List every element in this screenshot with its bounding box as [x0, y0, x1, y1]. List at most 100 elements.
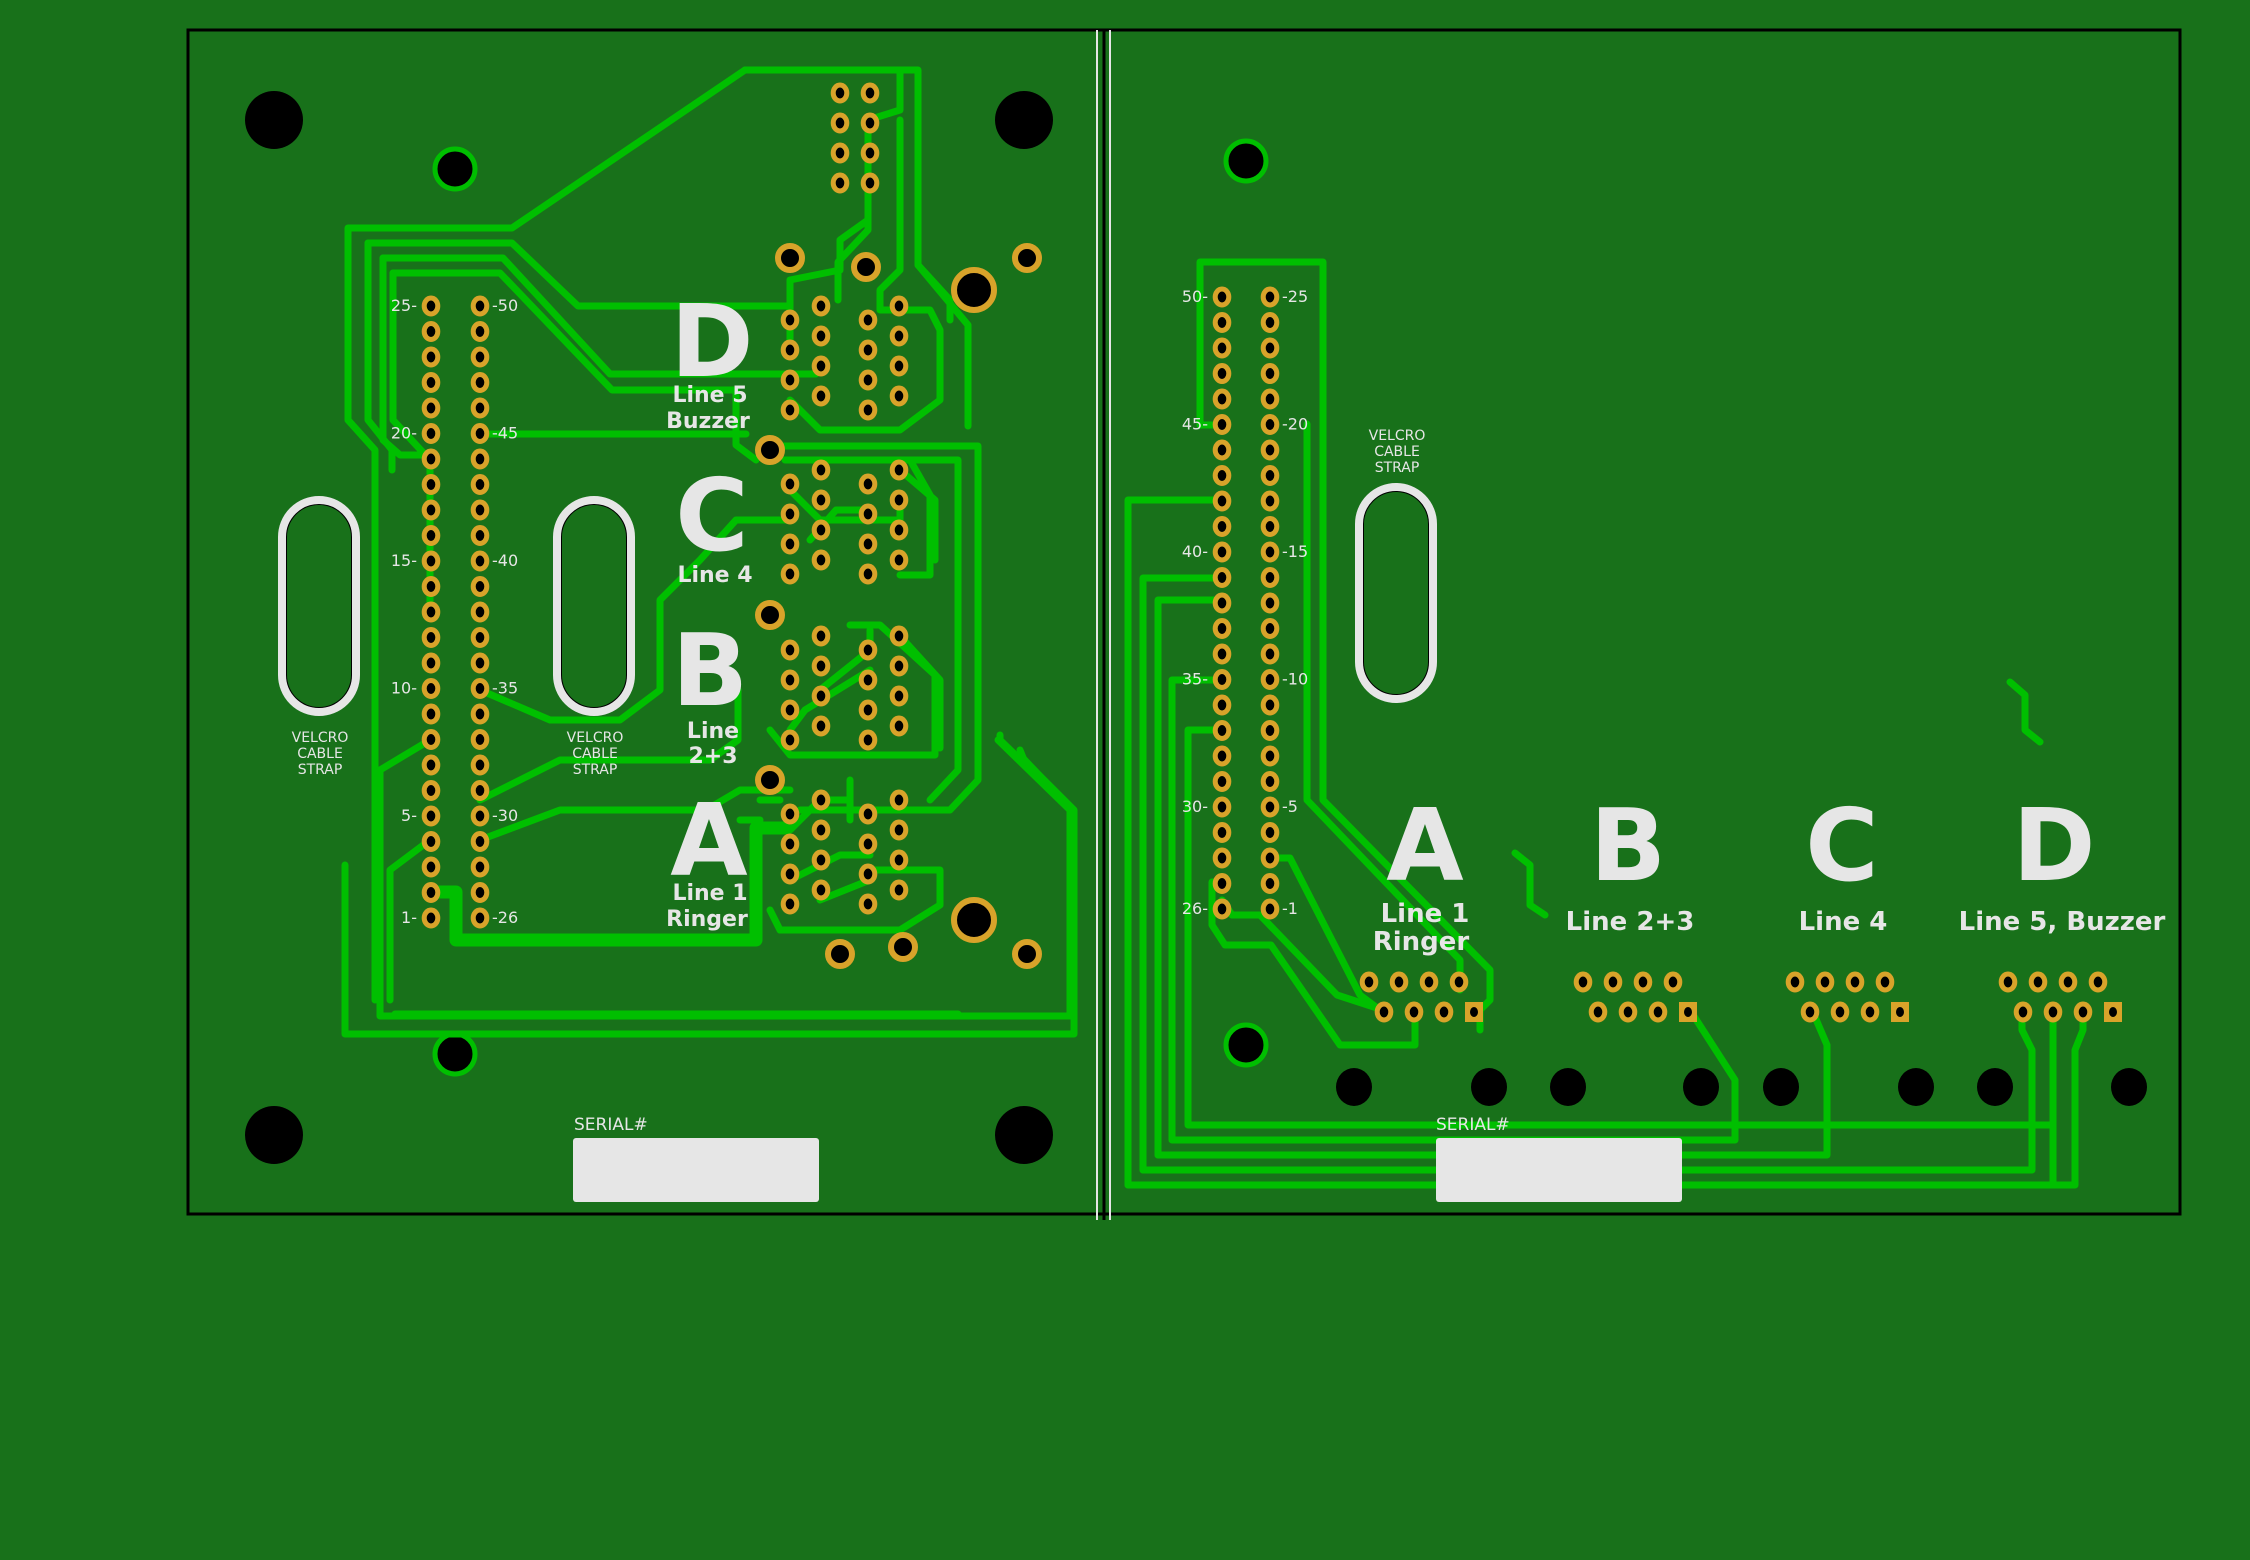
pad [811, 625, 831, 647]
pad [889, 879, 909, 901]
pad [1212, 669, 1232, 690]
pad [1260, 847, 1280, 869]
pad [421, 678, 441, 699]
pad [1212, 286, 1232, 308]
pad [1260, 363, 1280, 384]
pad [470, 601, 490, 623]
pad [1648, 1001, 1668, 1023]
pad [830, 142, 850, 164]
pad [830, 172, 850, 194]
pad [1800, 1001, 1820, 1023]
pad [889, 489, 909, 511]
pad [470, 729, 490, 750]
pad [1260, 286, 1280, 308]
pad [1212, 439, 1232, 461]
pad [1212, 516, 1232, 537]
pad [1212, 490, 1232, 512]
serial-number-field [1436, 1138, 1682, 1202]
pad [858, 833, 878, 855]
pad [1212, 745, 1232, 767]
velcro-label-line: STRAP [1375, 460, 1420, 476]
right-connector-pads [1359, 971, 2122, 1023]
pin-number-label: 10- [391, 679, 417, 698]
pin-number-label: 15- [391, 551, 417, 570]
pad [1875, 971, 1895, 993]
pad [1434, 1001, 1454, 1023]
pad [1260, 694, 1280, 716]
pad [470, 474, 490, 495]
pad [470, 448, 490, 470]
pad [2073, 1001, 2093, 1023]
pad [470, 780, 490, 801]
pad [421, 907, 441, 929]
pad [421, 831, 441, 852]
channel-letter: B [672, 612, 748, 729]
plated-hole [432, 1031, 478, 1077]
pin-number-label: 40- [1182, 542, 1208, 561]
pad [1845, 971, 1865, 993]
pad [470, 856, 490, 878]
channel-label: Line 5, Buzzer [1959, 907, 2166, 937]
channel-label: Line 1 [1381, 899, 1470, 929]
pad [421, 550, 441, 572]
channel-label: Line 1 [672, 881, 747, 906]
pad [780, 639, 800, 661]
right-bottom-holes [1336, 1068, 2147, 1106]
pad [421, 397, 441, 419]
channel-letter: A [670, 782, 747, 899]
pad [1260, 771, 1280, 792]
pad [1663, 971, 1683, 993]
velcro-label-line: CABLE [1374, 444, 1420, 460]
pad [780, 729, 800, 751]
pad [470, 372, 490, 393]
pad [1860, 1001, 1880, 1023]
pad [470, 295, 490, 317]
pad [1212, 618, 1232, 639]
pad [830, 112, 850, 134]
pad [1998, 971, 2018, 993]
pin-number-label: -20 [1282, 415, 1308, 434]
pad [421, 754, 441, 776]
pad [858, 893, 878, 915]
pad [470, 397, 490, 419]
pad [811, 549, 831, 571]
pad [421, 805, 441, 827]
pad [421, 703, 441, 725]
pin-number-label: -35 [492, 679, 518, 698]
pad [470, 525, 490, 546]
pad [811, 325, 831, 347]
pad [1212, 847, 1232, 869]
pad [421, 576, 441, 597]
left-large-pads [755, 243, 1042, 969]
pad [889, 819, 909, 841]
pad [421, 499, 441, 521]
channel-label: Line 4 [1799, 907, 1888, 937]
channel-label: Line [687, 719, 739, 744]
pad [858, 563, 878, 585]
pad [858, 339, 878, 361]
channel-label: Buzzer [666, 409, 750, 434]
pad [1212, 363, 1232, 384]
pad [1212, 771, 1232, 792]
pad [858, 309, 878, 331]
pad [858, 533, 878, 555]
pin-number-label: -15 [1282, 542, 1308, 561]
pad [889, 715, 909, 737]
pin-number-label: 45- [1182, 415, 1208, 434]
pad [470, 423, 490, 444]
pad [780, 699, 800, 721]
pin-number-label: -10 [1282, 670, 1308, 689]
pad [470, 550, 490, 572]
pad [889, 685, 909, 707]
pin-number-label: 50- [1182, 287, 1208, 306]
pad [889, 295, 909, 317]
pad [1618, 1001, 1638, 1023]
velcro-label-line: VELCRO [292, 730, 349, 746]
pad [470, 321, 490, 342]
pad [421, 627, 441, 648]
pin-number-label: 26- [1182, 899, 1208, 918]
pad [889, 849, 909, 871]
pad [1573, 971, 1593, 993]
pad [1419, 971, 1439, 993]
